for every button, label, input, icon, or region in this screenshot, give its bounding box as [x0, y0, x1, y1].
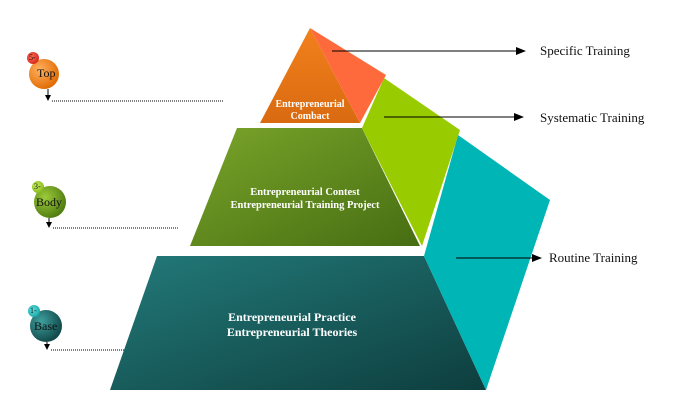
- top-tier-text-1: Entrepreneurial: [275, 99, 344, 110]
- top-tier-side: [310, 28, 386, 123]
- level-circle-base: [30, 310, 62, 342]
- middle-tier-side: [362, 78, 460, 246]
- top-tier-text-2: Combact: [291, 111, 331, 122]
- level-label-base: Base: [34, 319, 58, 333]
- base-tier-front: [110, 256, 486, 390]
- level-number-base: 1-: [30, 306, 37, 315]
- arrow-systematic-head: [514, 113, 524, 121]
- leader-base-head: [44, 344, 50, 350]
- level-label-body: Body: [36, 195, 63, 209]
- label-routine-training: Routine Training: [549, 250, 638, 265]
- label-systematic-training: Systematic Training: [540, 110, 645, 125]
- level-dot-top: [27, 52, 39, 64]
- level-circle-body: [34, 186, 66, 218]
- base-tier-text-1: Entrepreneurial Practice: [228, 310, 357, 324]
- middle-tier-text-1: Entrepreneurial Contest: [250, 187, 360, 198]
- level-dot-base: [28, 305, 40, 317]
- label-specific-training: Specific Training: [540, 43, 630, 58]
- level-dot-body: [32, 181, 44, 193]
- top-tier-front: [260, 28, 360, 123]
- base-tier-side: [424, 135, 550, 390]
- leader-body-head: [46, 222, 52, 228]
- level-number-top: 5-: [29, 53, 36, 62]
- level-label-top: Top: [37, 66, 56, 80]
- arrow-routine-head: [532, 254, 542, 262]
- middle-tier-text-2: Entrepreneurial Training Project: [231, 200, 380, 211]
- base-tier-text-2: Entrepreneurial Theories: [227, 325, 358, 339]
- leader-top-head: [45, 95, 51, 101]
- level-number-body: 3-: [34, 182, 41, 191]
- arrow-specific-head: [516, 47, 526, 55]
- middle-tier-front: [190, 128, 420, 246]
- level-circle-top: [29, 59, 59, 89]
